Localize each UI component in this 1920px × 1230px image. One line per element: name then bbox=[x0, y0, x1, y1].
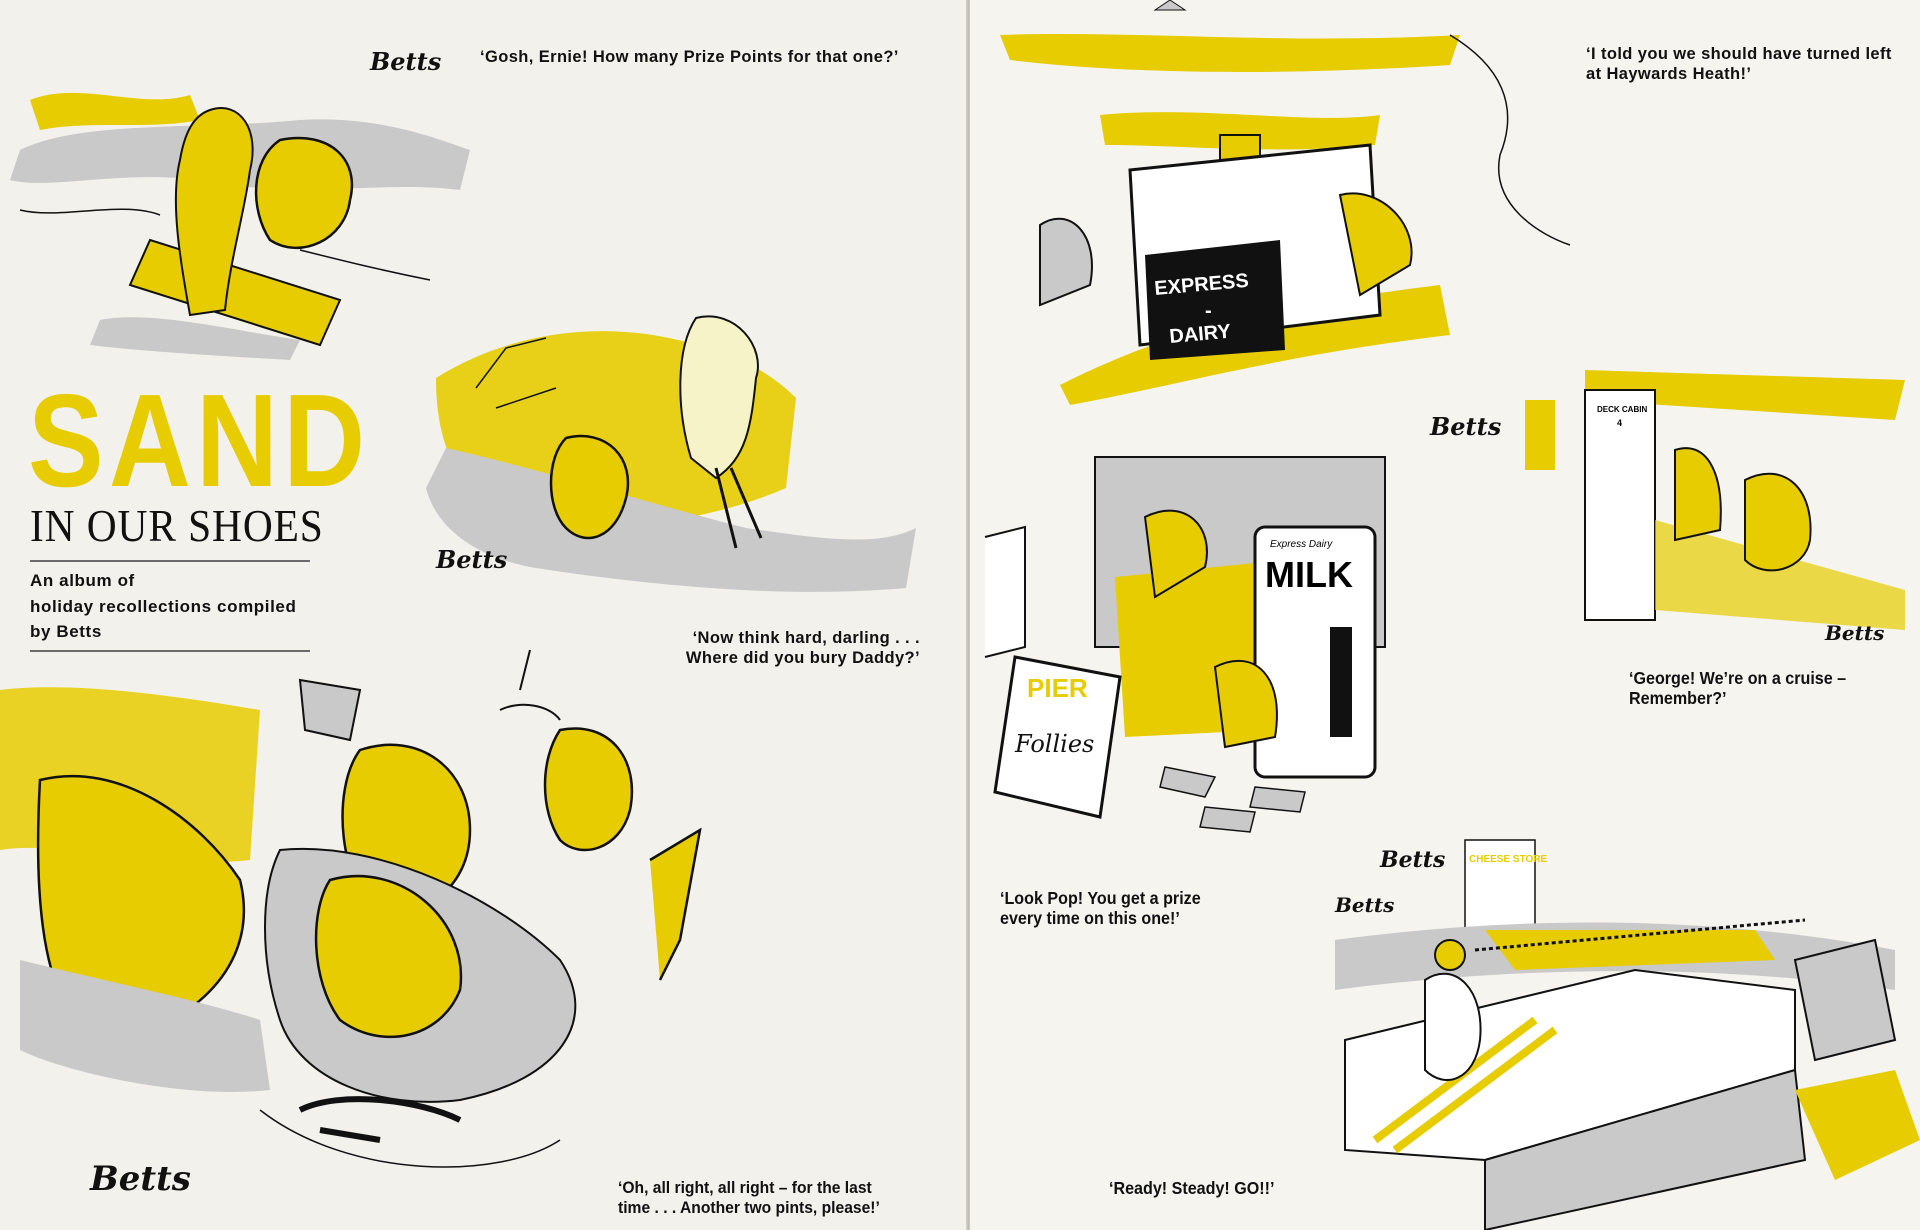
subtitle-line: holiday recollections compiled bbox=[30, 596, 297, 616]
caption-line: time . . . Another two pints, please!’ bbox=[618, 1198, 880, 1217]
caption-prize-every-time: ‘Look Pop! You get a prize every time on… bbox=[1000, 888, 1201, 928]
cartoon-milk-machine: Express Dairy MILK PIER Follies Betts bbox=[984, 456, 1445, 873]
van-lettering: - bbox=[1205, 300, 1212, 322]
machine-lettering: Express Dairy bbox=[1270, 539, 1333, 550]
right-page: EXPRESS - DAIRY Betts DECK CABIN 4 Betts… bbox=[970, 0, 1920, 1230]
page-title-subheading: IN OUR SHOES bbox=[30, 500, 324, 551]
caption-two-pints: ‘Oh, all right, all right – for the last… bbox=[618, 1178, 880, 1218]
caption-ready-steady-go: ‘Ready! Steady! GO!!’ bbox=[1109, 1178, 1275, 1198]
caption-haywards-heath: ‘I told you we should have turned left a… bbox=[1586, 44, 1892, 84]
caption-bury-daddy: ‘Now think hard, darling . . . Where did… bbox=[680, 628, 920, 668]
store-door-lettering: CHEESE STORE bbox=[1469, 854, 1547, 865]
caption-line: ‘Look Pop! You get a prize bbox=[1000, 888, 1201, 908]
machine-lettering: MILK bbox=[1265, 554, 1353, 595]
cartoon-cheese-ski: CHEESE STORE Betts bbox=[1334, 839, 1920, 1230]
artist-signature: Betts bbox=[1429, 412, 1502, 441]
artist-signature: Betts bbox=[435, 545, 508, 574]
caption-line: at Haywards Heath!’ bbox=[1586, 65, 1752, 83]
subtitle-line: An album of bbox=[30, 571, 135, 590]
cabin-door-lettering: 4 bbox=[1617, 418, 1622, 428]
artist-signature: Betts bbox=[369, 47, 442, 76]
divider bbox=[30, 560, 310, 562]
caption-line: Where did you bury Daddy?’ bbox=[685, 649, 920, 667]
caption-line: ‘George! We’re on a cruise – bbox=[1629, 668, 1847, 688]
cabin-door-lettering: DECK CABIN bbox=[1597, 405, 1647, 414]
book-spine bbox=[966, 0, 971, 1230]
sign-lettering: PIER bbox=[1027, 673, 1088, 703]
page-title: SAND bbox=[28, 367, 371, 514]
caption-cruise: ‘George! We’re on a cruise – Remember?’ bbox=[1629, 668, 1846, 708]
sign-lettering: Follies bbox=[1014, 730, 1094, 758]
van-lettering: DAIRY bbox=[1169, 321, 1233, 348]
caption-line: ‘Oh, all right, all right – for the last bbox=[618, 1178, 872, 1197]
artist-signature: Betts bbox=[1334, 893, 1394, 917]
subtitle-line: by Betts bbox=[30, 622, 102, 641]
left-page: Betts Betts SAND IN OUR SHOES An album o… bbox=[0, 47, 920, 1218]
caption-line: every time on this one!’ bbox=[1000, 908, 1180, 928]
artist-signature: Betts bbox=[89, 1159, 191, 1199]
caption-line: ‘I told you we should have turned left bbox=[1586, 45, 1892, 63]
cartoon-bucket-splash: Betts bbox=[0, 649, 702, 1199]
cartoon-dairy-van: EXPRESS - DAIRY Betts bbox=[1000, 0, 1571, 441]
subtitle: An album of holiday recollections compil… bbox=[30, 568, 296, 645]
artist-signature: Betts bbox=[1379, 847, 1445, 873]
divider bbox=[30, 650, 310, 652]
artist-signature: Betts bbox=[1824, 621, 1884, 645]
caption-prize-points: ‘Gosh, Ernie! How many Prize Points for … bbox=[480, 48, 899, 66]
cartoon-buried-daddy: Betts bbox=[426, 315, 916, 592]
cartoon-cruise-cabin: DECK CABIN 4 Betts bbox=[1525, 370, 1905, 645]
caption-line: Remember?’ bbox=[1629, 688, 1727, 708]
cartoon-beach-lilo: Betts bbox=[10, 47, 470, 360]
caption-line: ‘Now think hard, darling . . . bbox=[692, 629, 920, 647]
